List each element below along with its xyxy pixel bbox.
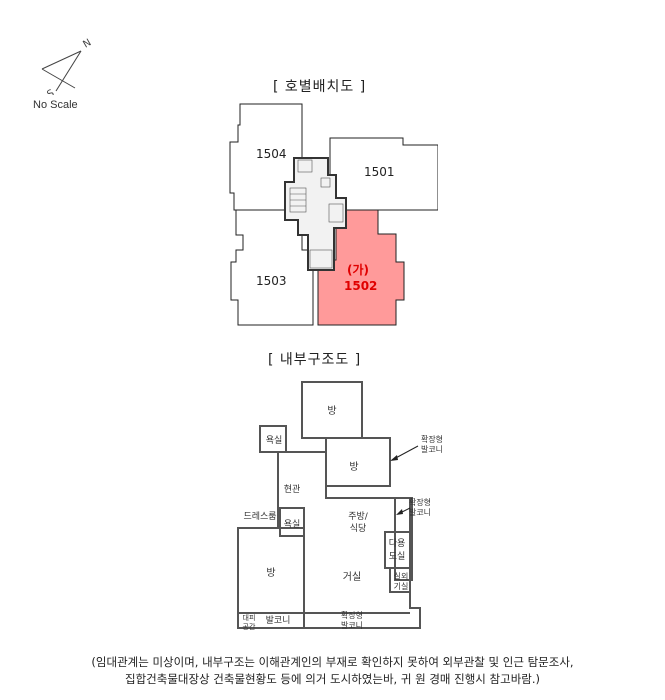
south-label: S [45,88,56,95]
room-label-dressroom: 드레스룸 [243,511,276,522]
north-arrow-icon: N S [41,37,93,95]
floor-plan: 방 욕실 방 확장형 발코니 현관 드레스룸 욕실 주방/ 식당 확장형 발코니… [237,381,443,631]
scale-note: No Scale [33,99,78,111]
floor-plan-title: [ 내부구조도 ] [268,352,362,368]
room-label-room-main: 방 [266,567,275,579]
room-label-balcony: 발코니 [266,615,291,626]
room-label-room-mid: 방 [349,461,358,473]
room-label-room-top: 방 [327,405,336,417]
note-line-2: 집합건축물대장상 건축물현황도 등에 의거 도시하였는바, 귀 원 경매 진행시… [125,672,540,686]
unit-1504-label: 1504 [256,147,287,161]
room-label-utility-b: 도실 [389,551,406,562]
note-line-1: (임대관계는 미상이며, 내부구조는 이해관계인의 부재로 확인하지 못하여 외… [91,655,574,669]
room-label-outdoor-unit-b: 기실 [394,581,409,591]
unit-1501-label: 1501 [364,165,395,179]
unit-1503 [230,209,314,326]
room-label-living: 거실 [343,571,361,583]
room-label-evac-a: 대피 [243,613,256,622]
site-plan: 1504 1501 1503 (가) 1502 [229,103,438,326]
room-label-kitchen-b: 식당 [350,523,367,534]
room-label-bath-top: 욕실 [266,435,283,446]
site-plan-title: [ 호별배치도 ] [273,79,367,95]
unit-1502-label: 1502 [344,279,377,293]
room-label-balcony-ext-2a: 확장형 [409,497,431,507]
unit-1503-label: 1503 [256,274,287,288]
room-label-utility-a: 다용 [389,538,406,549]
disclaimer-note: (임대관계는 미상이며, 내부구조는 이해관계인의 부재로 확인하지 못하여 외… [0,654,665,688]
room-label-balcony-ext-1a: 확장형 [421,434,443,444]
room-label-evac-b: 공간 [243,622,256,631]
room-label-balcony-ext-1b: 발코니 [421,444,443,454]
room-label-balcony-ext-2b: 발코니 [409,507,431,517]
room-label-balcony-ext-3b: 발코니 [341,620,363,630]
room-label-bath-mid: 욕실 [284,519,301,530]
room-label-kitchen-a: 주방/ [348,511,369,522]
unit-1502-marker: (가) [347,262,369,277]
room-label-entrance: 현관 [284,484,301,495]
north-label: N [81,37,93,50]
building-core [284,157,347,271]
room-label-balcony-ext-3a: 확장형 [341,610,363,620]
room-label-outdoor-unit-a: 실외 [394,571,409,581]
